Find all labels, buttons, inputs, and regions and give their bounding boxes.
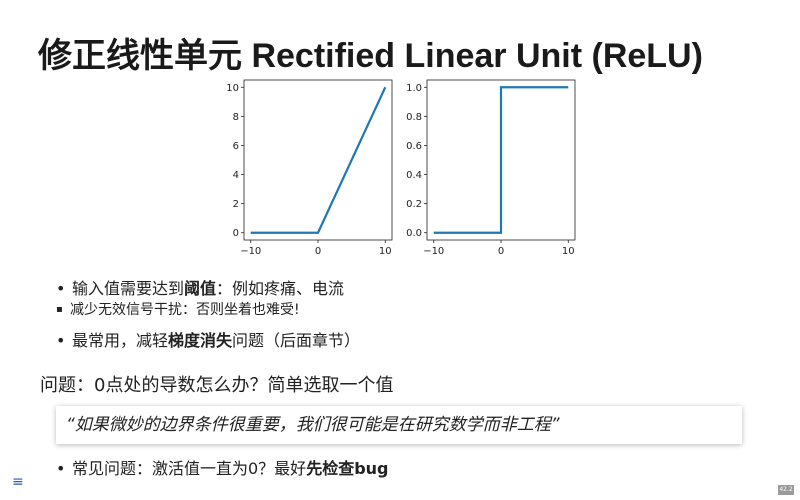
y-tick-label: 0.4 [406, 170, 422, 181]
x-tick-label: 0 [315, 246, 321, 257]
bullet-most-used: 最常用，减轻梯度消失问题（后面章节） [56, 330, 360, 352]
bullet-bold-text: 阈值 [184, 279, 217, 298]
x-tick-label: 0 [498, 246, 504, 257]
series-line [433, 86, 569, 234]
y-tick-label: 10 [226, 83, 239, 94]
y-tick-label: 0.2 [406, 199, 422, 210]
page-number-badge: 42.2 [778, 485, 794, 495]
menu-icon[interactable]: ≡ [12, 474, 24, 490]
series-line [250, 86, 387, 234]
x-tick-label: −10 [423, 246, 444, 257]
y-tick-label: 1.0 [406, 83, 422, 94]
y-tick-label: 0.6 [406, 141, 422, 152]
y-tick-label: 0.0 [406, 228, 422, 239]
plot-frame [243, 79, 393, 241]
y-tick-label: 0 [233, 228, 239, 239]
sub-bullet-noise: 减少无效信号干扰：否则坐着也难受! [56, 300, 360, 320]
sub-bullet-list: 减少无效信号干扰：否则坐着也难受! [56, 300, 360, 320]
bottom-bullet-list: 常见问题：激活值一直为0？最好先检查bug [56, 458, 389, 480]
sub-bullet-container: 减少无效信号干扰：否则坐着也难受! [56, 300, 360, 320]
bullet-common-problem: 常见问题：激活值一直为0？最好先检查bug [56, 458, 389, 480]
bullet-text: 输入值需要达到 [72, 279, 185, 298]
slide-title: 修正线性单元 Rectified Linear Unit (ReLU) [38, 37, 703, 75]
bullet-text: 问题（后面章节） [232, 331, 361, 350]
bullet-text: 常见问题：激活值一直为0？最好 [72, 459, 307, 478]
bullet-bold-text: 先检查bug [306, 459, 389, 478]
question-text: 问题：0点处的导数怎么办？简单选取一个值 [40, 375, 394, 396]
x-tick-label: 10 [562, 246, 575, 257]
bullet-list: 输入值需要达到阈值：例如疼痛、电流 减少无效信号干扰：否则坐着也难受! 最常用，… [56, 278, 360, 352]
quote-box: “如果微妙的边界条件很重要，我们很可能是在研究数学而非工程” [56, 406, 742, 444]
relu-derivative-plot: 0.0 0.2 0.4 0.6 0.8 1.0 −10 0 10 [406, 79, 576, 257]
bullet-text: ：例如疼痛、电流 [216, 279, 345, 298]
x-tick-label: 10 [379, 246, 392, 257]
y-tick-label: 4 [233, 170, 239, 181]
bullet-bold-text: 梯度消失 [168, 331, 233, 350]
y-tick-label: 2 [233, 199, 239, 210]
y-tick-label: 0.8 [406, 112, 422, 123]
bullet-threshold: 输入值需要达到阈值：例如疼痛、电流 [56, 278, 360, 300]
x-tick-label: −10 [240, 246, 261, 257]
bullet-text: 最常用，减轻 [72, 331, 169, 350]
y-tick-label: 6 [233, 141, 239, 152]
relu-derivative-chart: 0.0 0.2 0.4 0.6 0.8 1.0 −10 0 10 [406, 79, 576, 257]
y-tick-label: 8 [233, 112, 239, 123]
